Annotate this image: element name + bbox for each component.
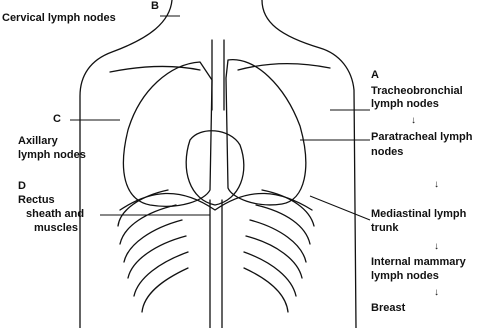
ribs-right xyxy=(244,190,314,312)
label-paratracheal-2: nodes xyxy=(371,146,403,159)
lung-left xyxy=(123,62,212,206)
torso-outline-right xyxy=(262,0,356,328)
trachea xyxy=(212,40,224,110)
heart xyxy=(186,131,244,205)
label-axillary-2: lymph nodes xyxy=(18,149,86,162)
label-rectus-3: muscles xyxy=(34,222,78,235)
label-internal-mammary: Internal mammary xyxy=(371,256,466,269)
label-internal-mammary-2: lymph nodes xyxy=(371,270,439,283)
label-letter-d: D xyxy=(18,180,26,193)
down-arrow-4: ↓ xyxy=(434,286,439,299)
label-tracheobronchial: Tracheobronchial xyxy=(371,85,463,98)
down-arrow-3: ↓ xyxy=(434,240,439,253)
diaphragm xyxy=(120,193,312,210)
label-letter-b: B xyxy=(151,0,159,13)
torso-outline xyxy=(80,0,172,328)
label-paratracheal: Paratracheal lymph xyxy=(371,131,473,144)
label-rectus: Rectus xyxy=(18,194,55,207)
sternum xyxy=(210,200,222,328)
label-axillary: Axillary xyxy=(18,135,58,148)
lung-right xyxy=(226,60,306,205)
label-breast: Breast xyxy=(371,302,405,315)
ribs-left xyxy=(118,190,188,312)
label-mediastinal: Mediastinal lymph xyxy=(371,208,466,221)
label-letter-c: C xyxy=(53,113,61,126)
pointer-mediastinal xyxy=(310,196,370,220)
clavicle-left xyxy=(110,66,200,72)
label-mediastinal-2: trunk xyxy=(371,222,399,235)
down-arrow-1: ↓ xyxy=(411,114,416,127)
label-cervical: Cervical lymph nodes xyxy=(2,12,116,25)
label-letter-a: A xyxy=(371,69,379,82)
label-tracheobronchial-2: lymph nodes xyxy=(371,98,439,111)
down-arrow-2: ↓ xyxy=(434,178,439,191)
label-rectus-2: sheath and xyxy=(26,208,84,221)
